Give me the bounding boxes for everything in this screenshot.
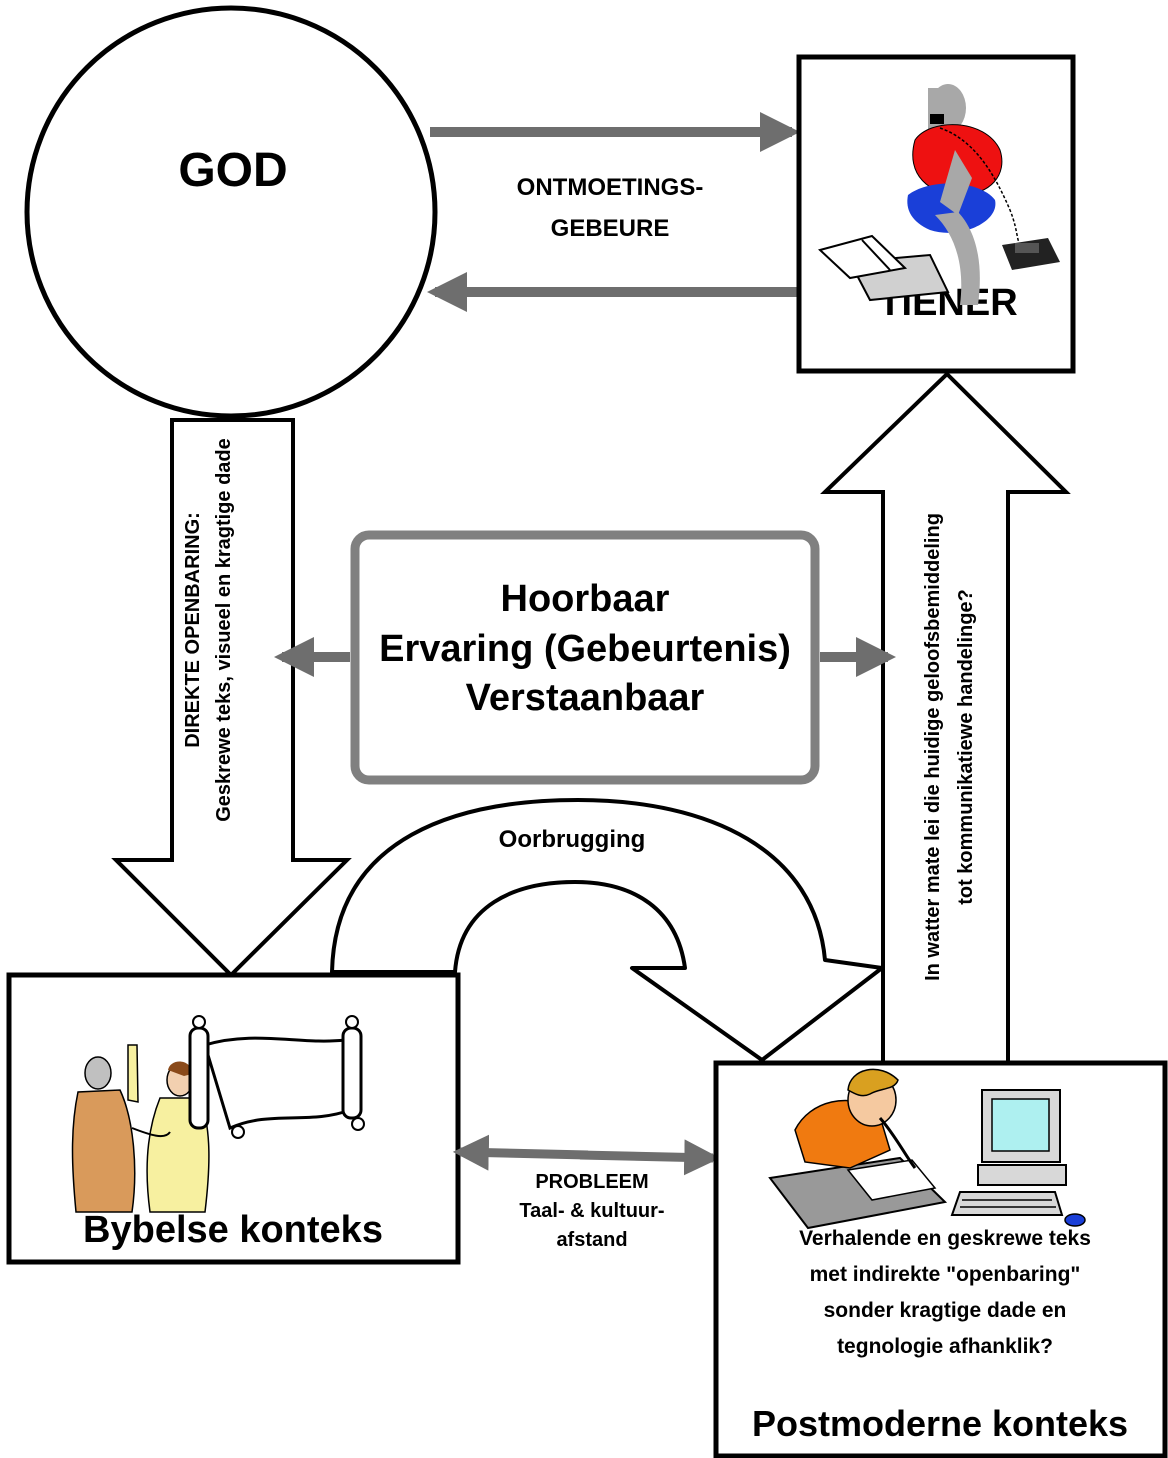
postmoderne-label: Postmoderne konteks [752, 1403, 1128, 1444]
geloofsbemiddeling-arrow [820, 371, 1071, 1070]
scroll-icon [188, 1015, 365, 1139]
ontmoeting-label-2: GEBEURE [551, 215, 670, 242]
geloofsbemiddeling-label-1: In watter mate lei die huidige geloofsbe… [922, 513, 944, 981]
god-label: GOD [178, 144, 287, 197]
oorbrugging-arrow [330, 798, 884, 1062]
bybelse-label: Bybelse konteks [83, 1209, 383, 1251]
god-node [24, 5, 438, 419]
probleem-label-1: PROBLEEM [535, 1171, 648, 1193]
postmoderne-node [713, 1060, 1168, 1458]
probleem-label-3: afstand [556, 1229, 627, 1251]
openbaring-arrow [111, 418, 352, 978]
openbaring-label-2: Geskrewe teks, visueel en kragtige dade [213, 438, 235, 822]
postmoderne-caption-1: Verhalende en geskrewe teks [799, 1227, 1091, 1250]
postmoderne-caption-3: sonder kragtige dade en [824, 1299, 1067, 1322]
ontmoeting-label-1: ONTMOETINGS- [517, 174, 704, 201]
postmoderne-caption-4: tegnologie afhanklik? [837, 1335, 1053, 1358]
geloofsbemiddeling-label-2: tot kommunikatiewe handelinge? [955, 589, 977, 905]
openbaring-label-1: DIREKTE OPENBARING: [182, 512, 204, 748]
center-box [350, 530, 820, 785]
probleem-arrow-left [452, 1134, 589, 1171]
postmoderne-caption-2: met indirekte "openbaring" [810, 1263, 1081, 1286]
student-at-desk-icon [768, 1068, 948, 1230]
center-line-2: Ervaring (Gebeurtenis) [379, 628, 791, 670]
probleem-label-2: Taal- & kultuur- [519, 1200, 664, 1222]
center-line-1: Hoorbaar [501, 578, 670, 620]
computer-icon [950, 1089, 1086, 1227]
probleem-arrow-right [579, 1139, 721, 1176]
center-line-3: Verstaanbaar [466, 677, 705, 719]
teen-on-phone-icon [818, 84, 1060, 305]
oorbrugging-label: Oorbrugging [499, 826, 646, 853]
